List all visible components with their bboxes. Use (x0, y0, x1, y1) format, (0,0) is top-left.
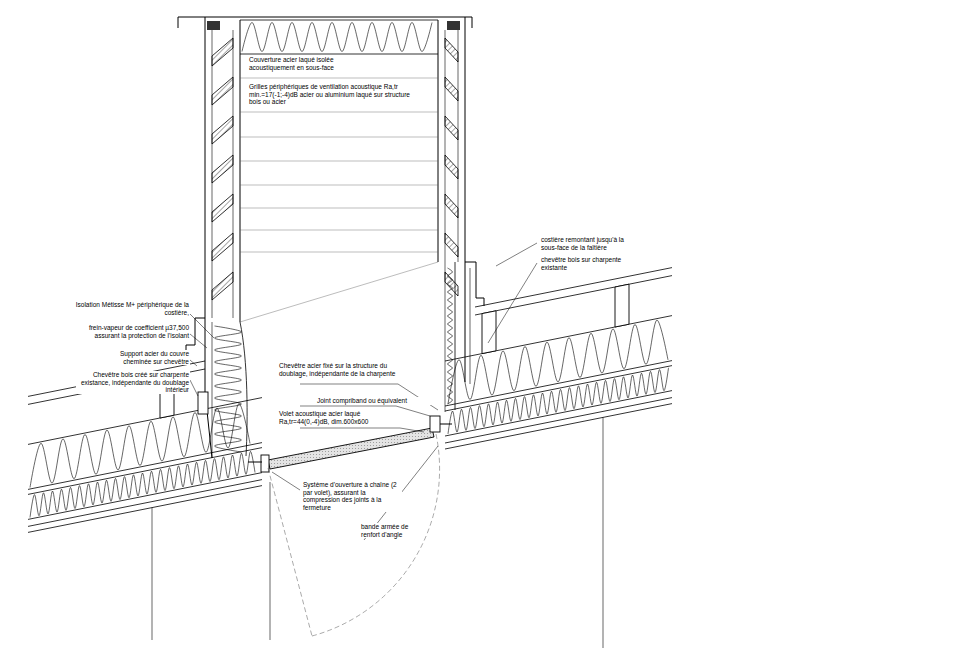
roof-cover (28, 369, 205, 404)
wall-line (438, 20, 439, 262)
costiere-line (205, 318, 212, 458)
callout-text: bande armée de renfort d'angle (360, 523, 424, 538)
roof-layer-line (28, 486, 262, 533)
wall-line (152, 508, 153, 640)
louver-slat (212, 272, 233, 300)
roof-cover (475, 276, 672, 315)
wall-line (270, 482, 271, 640)
roof-layer-line (28, 448, 262, 495)
rafter-block (482, 311, 496, 354)
wall-line (458, 30, 459, 262)
insulation-wave (448, 320, 668, 404)
wall-line (465, 17, 466, 262)
cap-outline (178, 17, 472, 28)
lining-line (455, 262, 456, 410)
wall-line (445, 30, 446, 262)
louver-slat (212, 194, 233, 222)
leader-line (272, 472, 300, 490)
grille-line (240, 185, 438, 186)
callout-text: costière remontant jusqu'à la sous-face … (540, 236, 636, 251)
rafter-block (615, 284, 629, 327)
chevetre-block (198, 392, 208, 414)
louver-slat (445, 116, 458, 140)
grille-line (240, 230, 438, 231)
lining-line (445, 262, 446, 412)
callout-text: Chevêtre acier fixé sur la structure du … (278, 362, 404, 377)
leader-line (190, 334, 207, 348)
grille-line (240, 252, 438, 253)
seal-line (248, 424, 452, 462)
roof-cover (28, 361, 205, 396)
louver-slat (445, 77, 458, 101)
leader-line (496, 243, 537, 266)
insulation-wave (215, 326, 242, 452)
grille-line (240, 161, 438, 162)
grille-line (240, 78, 438, 79)
grille-line (240, 208, 438, 209)
leader-line (300, 428, 424, 432)
frame-block (207, 21, 220, 30)
grille-line (240, 262, 438, 322)
insulation-wave (30, 451, 255, 517)
callout-text: Couverture acier laqué isolée acoustique… (248, 56, 372, 71)
callout-text: Volet acoustique acier laqué Ra,tr=44(0,… (278, 410, 384, 425)
roof-box-line (240, 20, 438, 54)
flashing (465, 262, 484, 306)
wall-line (240, 20, 241, 322)
louver-slat (212, 77, 233, 105)
louver-slat (445, 233, 458, 257)
louver-slat (212, 38, 233, 66)
callout-text: frein-vapeur de coefficient µ37,500 assu… (78, 324, 190, 339)
swing-arc (312, 434, 440, 636)
leader-line (190, 360, 197, 366)
callout-text: Isolation Métisse M+ périphérique de la … (70, 301, 190, 316)
leader-line (190, 380, 198, 396)
callout-text: Joint compriband ou équivalent (316, 397, 440, 405)
insulation-wave (30, 404, 250, 488)
louver-slat (445, 38, 458, 62)
frame-block (447, 21, 460, 30)
louver-slat (212, 233, 233, 261)
roof-layer-line (28, 398, 262, 445)
shutter-frame (261, 455, 269, 472)
callout-text: Chevêtre bois créé sur charpente existan… (76, 371, 190, 394)
grille-line (240, 112, 438, 113)
costiere-line (212, 322, 213, 458)
shutter-frame (430, 416, 440, 432)
louver-slat (445, 194, 458, 218)
costiere-line (465, 262, 466, 382)
acoustic-shutter (268, 428, 434, 469)
insulation-wave (448, 368, 669, 434)
insulation-wave (242, 23, 432, 52)
grille-line (240, 137, 438, 138)
roof-layer-line (445, 404, 672, 449)
callout-text: Grilles périphériques de ventilation aco… (248, 83, 412, 106)
lining-line (240, 322, 247, 456)
callout-text: chevêtre bois sur charpente existante (540, 256, 636, 271)
leader-line (190, 314, 214, 338)
louver-slat (445, 155, 458, 179)
louver-slat (212, 116, 233, 144)
callout-text: Système d'ouverture à chaîne (2 par vole… (302, 481, 402, 512)
wall-line (205, 17, 206, 318)
insulation-wave (448, 268, 453, 404)
roof-cover (475, 268, 672, 307)
louver-slat (445, 272, 458, 296)
louver-slat (212, 155, 233, 183)
callout-text: Support acier du couvre cheminée sur che… (104, 350, 190, 365)
roof-layer-line (445, 316, 672, 361)
leader-line (488, 263, 537, 343)
roof-layer-line (445, 398, 672, 443)
wall-line (603, 417, 604, 648)
costiere-line (470, 268, 471, 384)
